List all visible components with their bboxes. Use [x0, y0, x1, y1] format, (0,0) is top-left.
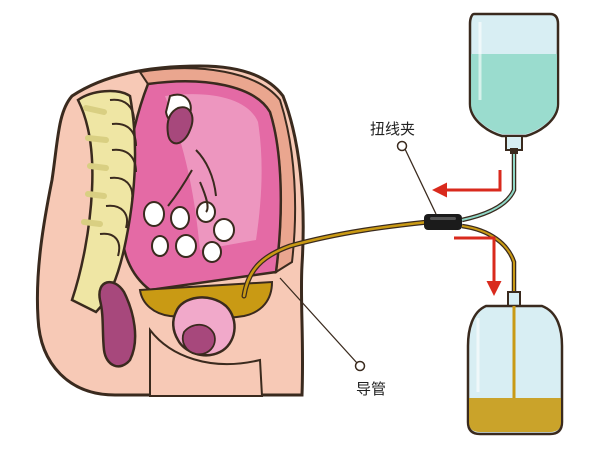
- intestines: [143, 93, 235, 263]
- drainage-bag-icon: [466, 291, 564, 436]
- catheter-tube: [241, 219, 431, 299]
- callout-tube: [279, 277, 366, 372]
- infusion-bag-icon: [468, 12, 560, 154]
- tube-label: 导管: [356, 380, 387, 398]
- infusion-line: [461, 152, 517, 223]
- body-cross-section: [35, 64, 305, 397]
- rectum: [98, 280, 137, 368]
- twist-clamp: [424, 214, 462, 230]
- callout-clamp: [396, 140, 437, 215]
- spine: [70, 89, 137, 314]
- red-arrow-icon: [454, 236, 502, 296]
- pelvic-organ: [181, 323, 216, 356]
- drain-line: [461, 223, 517, 296]
- clamp-label: 扭线夹: [370, 120, 416, 138]
- pelvic-floor: [149, 327, 264, 397]
- red-arrow-icon: [432, 170, 502, 198]
